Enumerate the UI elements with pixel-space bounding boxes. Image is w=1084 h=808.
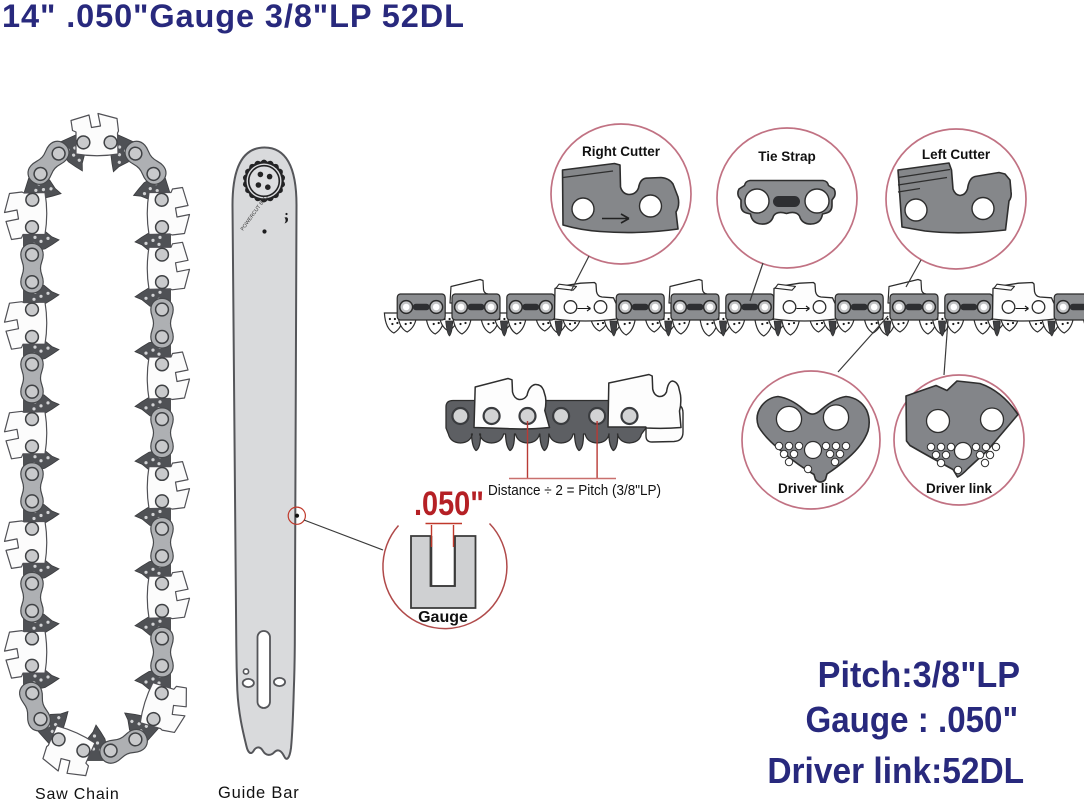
svg-text:Tie Strap: Tie Strap	[758, 149, 816, 164]
svg-text:Driver link: Driver link	[926, 481, 993, 496]
svg-text:Gauge: Gauge	[418, 609, 468, 626]
svg-text:Left Cutter: Left Cutter	[922, 147, 991, 162]
svg-text:Right Cutter: Right Cutter	[582, 144, 661, 159]
svg-text:Driver link: Driver link	[778, 481, 845, 496]
